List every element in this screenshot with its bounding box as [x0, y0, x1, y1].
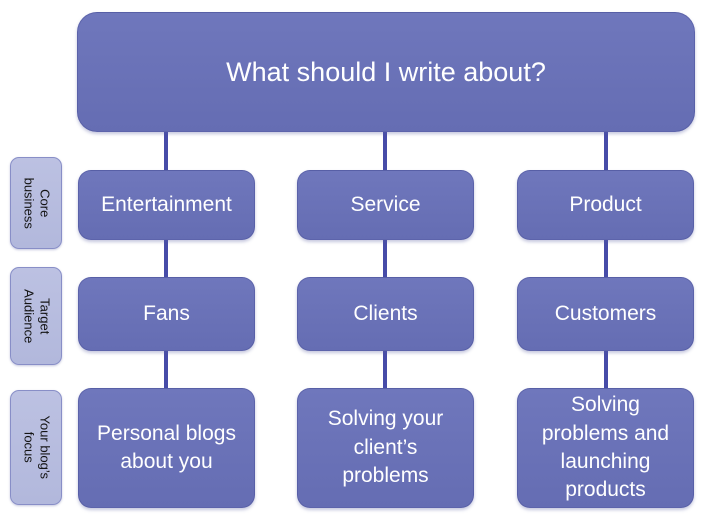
connector	[383, 239, 387, 279]
node-entertainment: Entertainment	[78, 170, 255, 240]
node-fans: Fans	[78, 277, 255, 351]
node-solving-launching-products: Solving problems and launching products	[517, 388, 694, 508]
connector	[604, 350, 608, 390]
node-product-label: Product	[569, 192, 642, 216]
connector	[604, 131, 608, 171]
node-service: Service	[297, 170, 474, 240]
row-label-core-business-text: Core business	[21, 177, 53, 229]
node-customers: Customers	[517, 277, 694, 351]
connector	[164, 350, 168, 390]
node-solving-client-problems: Solving your client’s problems	[297, 388, 474, 508]
connector	[383, 350, 387, 390]
row-label-core-business: Core business	[10, 157, 62, 249]
node-personal-blogs-label: Personal blogs about you	[97, 421, 236, 473]
node-customers-label: Customers	[554, 301, 657, 325]
node-service-label: Service	[350, 192, 421, 216]
row-label-target-audience-text: Target Audience	[21, 288, 53, 344]
node-clients-label: Clients	[353, 301, 418, 325]
connector	[164, 239, 168, 279]
node-fans-label: Fans	[143, 301, 190, 325]
node-solving-launching-products-label: Solving problems and launching products	[541, 393, 670, 502]
node-clients: Clients	[297, 277, 474, 351]
node-solving-client-problems-label: Solving your client’s problems	[327, 407, 444, 488]
row-label-blog-focus-text: Your blog’s focus	[21, 415, 53, 480]
connector	[383, 131, 387, 171]
root-question-label: What should I write about?	[226, 56, 546, 87]
node-entertainment-label: Entertainment	[101, 192, 232, 216]
row-label-target-audience: Target Audience	[10, 267, 62, 365]
node-product: Product	[517, 170, 694, 240]
row-label-blog-focus: Your blog’s focus	[10, 390, 62, 505]
node-personal-blogs: Personal blogs about you	[78, 388, 255, 508]
connector	[604, 239, 608, 279]
root-question-node: What should I write about?	[77, 12, 695, 132]
connector	[164, 131, 168, 171]
